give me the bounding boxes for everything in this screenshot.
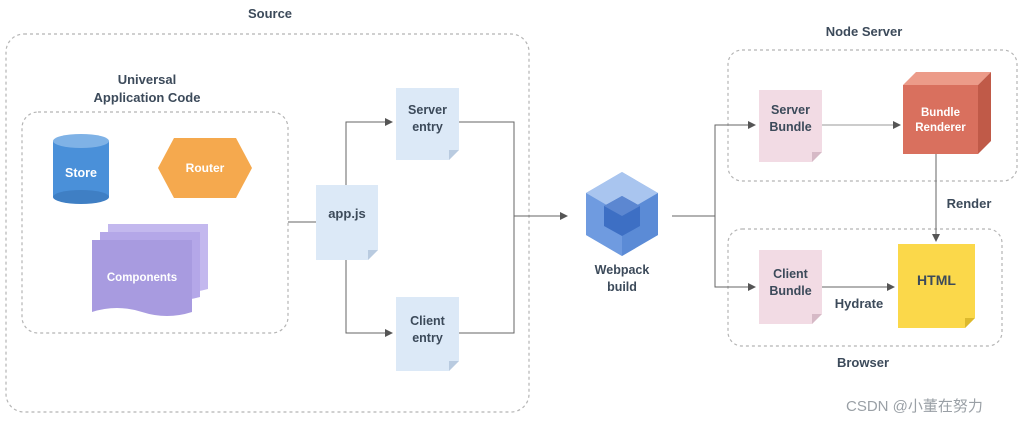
html-label: HTML <box>917 272 956 288</box>
client-bundle-label-2: Bundle <box>769 284 812 298</box>
store-label: Store <box>65 166 97 180</box>
router-hexagon-icon <box>158 138 252 198</box>
router-label: Router <box>185 161 225 175</box>
edge-webpack-to-server-bundle <box>714 121 756 216</box>
hydrate-edge-label: Hydrate <box>834 296 884 311</box>
client-entry-label-1: Client <box>410 314 445 328</box>
source-title: Source <box>247 6 293 21</box>
server-entry-label-1: Server <box>408 103 447 117</box>
universal-title-line1: Universal <box>117 72 177 87</box>
webpack-label-1: Webpack <box>594 263 650 277</box>
html-doc <box>898 244 975 328</box>
edge-appjs-to-server-entry <box>345 118 393 185</box>
appjs-doc <box>316 185 378 260</box>
server-entry-doc <box>396 88 459 160</box>
appjs-label: app.js <box>328 206 366 221</box>
server-entry-label-2: entry <box>412 120 443 134</box>
browser-title: Browser <box>836 355 890 370</box>
components-label: Components <box>106 272 178 284</box>
node-server-title: Node Server <box>825 24 903 39</box>
universal-code-group <box>21 111 289 334</box>
webpack-cube-icon <box>586 172 658 256</box>
edge-appjs-to-client-entry <box>345 260 393 337</box>
universal-title-line2: Application Code <box>93 90 201 105</box>
connectors <box>288 118 940 337</box>
server-bundle-label-2: Bundle <box>769 120 812 134</box>
watermark: CSDN @小董在努力 <box>846 398 983 415</box>
source-group <box>5 33 530 413</box>
client-bundle-label-1: Client <box>773 267 808 281</box>
bundle-renderer-label-1: Bundle <box>921 107 960 119</box>
bundle-renderer-box <box>903 72 991 154</box>
edge-client-entry-out <box>459 216 515 334</box>
store-cylinder-icon <box>53 134 109 204</box>
webpack-label-2: build <box>607 280 637 294</box>
components-stack-icon <box>92 224 208 316</box>
render-edge-label: Render <box>946 196 992 211</box>
server-bundle-label-1: Server <box>771 103 810 117</box>
client-bundle-doc <box>759 250 822 324</box>
edge-server-entry-out <box>459 121 515 216</box>
client-entry-doc <box>396 297 459 371</box>
bundle-renderer-label-2: Renderer <box>915 122 966 134</box>
edge-webpack-to-client-bundle <box>714 216 756 291</box>
server-bundle-doc <box>759 90 822 162</box>
client-entry-label-2: entry <box>412 331 443 345</box>
